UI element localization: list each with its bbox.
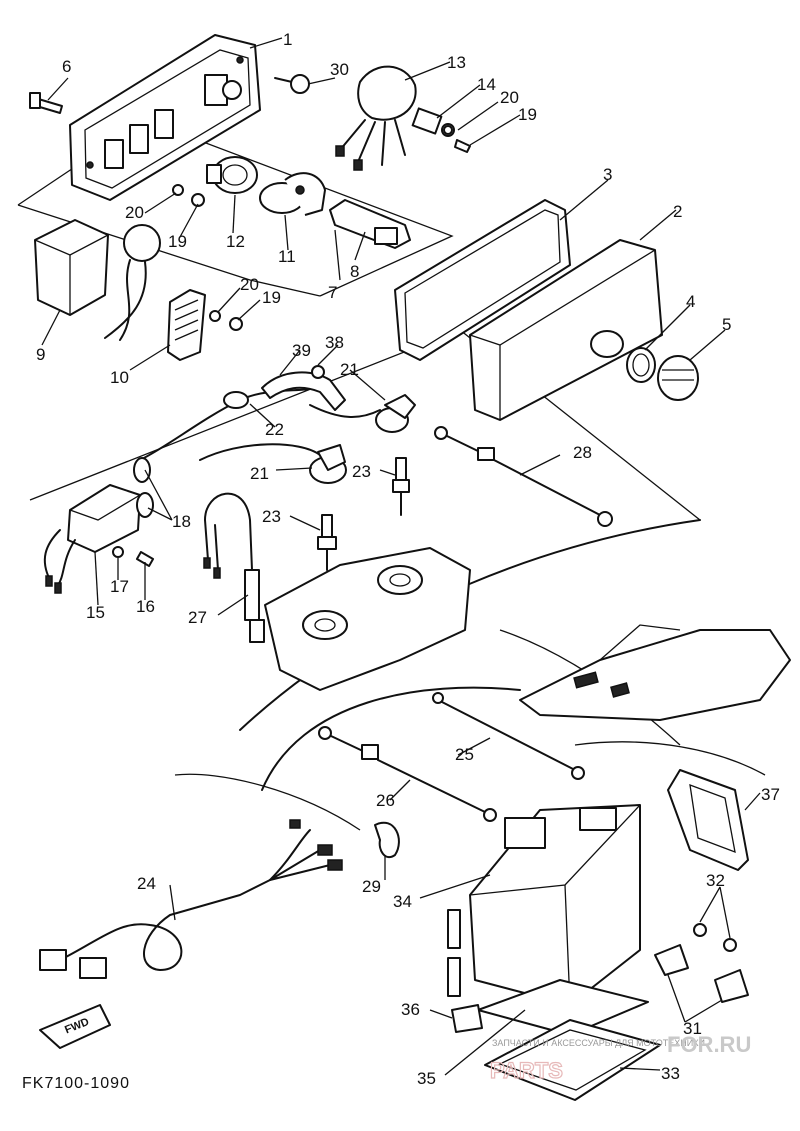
callout-3: 3 [603,165,612,184]
callout-39: 39 [292,341,311,360]
cable-tie-29 [374,821,400,859]
battery-34 [469,804,641,1006]
electrical-box [69,34,261,201]
fuse-holder-8 [329,199,411,249]
callout-8: 8 [350,262,359,281]
callout-32: 32 [706,871,725,890]
callout-22: 22 [265,420,284,439]
callout-23a: 23 [352,462,371,481]
watermark-brand-left: PARTS [490,1058,563,1083]
spark-plug-23a [392,457,410,516]
screw-30 [274,74,310,94]
coil-12 [206,156,258,194]
battery-cable-26 [318,726,497,822]
callout-13: 13 [447,53,466,72]
callout-35: 35 [417,1069,436,1088]
forward-arrow-icon: FWD [39,1004,111,1049]
plug-cap-21b [199,443,347,484]
ignition-coil-15 [43,457,154,594]
ground-cable-28 [434,426,613,527]
sensor-27 [203,492,265,643]
battery-tray-33 [484,1019,661,1101]
callout-33: 33 [661,1064,680,1083]
rectifier-10 [167,289,206,361]
callout-16: 16 [136,597,155,616]
hose-39-38 [261,365,346,411]
cylinder-head [264,547,471,691]
callout-14: 14 [477,75,496,94]
cap-5 [657,355,699,401]
callout-6: 6 [62,57,71,76]
callout-numbers: 1 2 3 4 5 6 7 8 9 10 11 12 13 14 15 16 1… [36,30,780,1088]
callout-10: 10 [110,368,129,387]
callout-7: 7 [328,283,337,302]
callout-9: 9 [36,345,45,364]
callout-31: 31 [683,1019,702,1038]
wire-block-13 [335,65,417,171]
callout-12: 12 [226,232,245,251]
watermark-caption: ЗАПЧАСТИ И АКСЕССУАРЫ ДЛЯ МОТОТЕХНИКИ [492,1038,705,1048]
relay-11 [259,172,326,216]
callout-29: 29 [362,877,381,896]
callout-1: 1 [283,30,292,49]
battery-strap-37 [667,769,749,871]
battery-pad-35 [477,979,649,1036]
watermark: ЗАПЧАСТИ И АКСЕССУАРЫ ДЛЯ МОТОТЕХНИКИ PA… [489,1032,751,1084]
watercraft-outline [519,624,791,721]
callout-20b: 20 [125,203,144,222]
fasteners-19-20 [172,125,453,331]
spark-plug-23b [317,514,337,571]
leader-lines [41,37,761,1076]
callout-5: 5 [722,315,731,334]
callout-17: 17 [110,577,129,596]
callout-37: 37 [761,785,780,804]
bolt-6 [29,92,63,114]
callout-21a: 21 [340,360,359,379]
callout-20c: 20 [240,275,259,294]
box-cover-2 [469,239,663,421]
callout-24: 24 [137,874,156,893]
callout-20a: 20 [500,88,519,107]
gasket-3 [394,199,571,361]
brackets-31 [654,944,749,1003]
plug-cap-21a [309,394,416,433]
callout-19b: 19 [168,232,187,251]
callout-19a: 19 [518,105,537,124]
fasteners-16-17 [112,546,155,567]
battery-cable-25 [432,692,585,780]
screws-32 [693,923,737,952]
callout-11: 11 [278,247,296,266]
callout-18: 18 [172,512,191,531]
callout-19c: 19 [262,288,281,307]
callout-27: 27 [188,608,207,627]
callout-4: 4 [686,292,695,311]
callout-2: 2 [673,202,682,221]
callout-30: 30 [330,60,349,79]
callout-28: 28 [573,443,592,462]
diagram-code: FK7100-1090 [22,1075,130,1092]
callout-34: 34 [393,892,412,911]
watermark-brand-right: FOR.RU [667,1032,751,1057]
callout-38: 38 [325,333,344,352]
callout-21b: 21 [250,464,269,483]
callout-23b: 23 [262,507,281,526]
pad-36 [447,909,483,1033]
wire-harness-24 [39,819,343,979]
callout-36: 36 [401,1000,420,1019]
o-ring-4 [626,347,656,383]
callout-15: 15 [86,603,105,622]
callout-25: 25 [455,745,474,764]
cdi-unit-9 [34,219,161,341]
callout-26: 26 [376,791,395,810]
